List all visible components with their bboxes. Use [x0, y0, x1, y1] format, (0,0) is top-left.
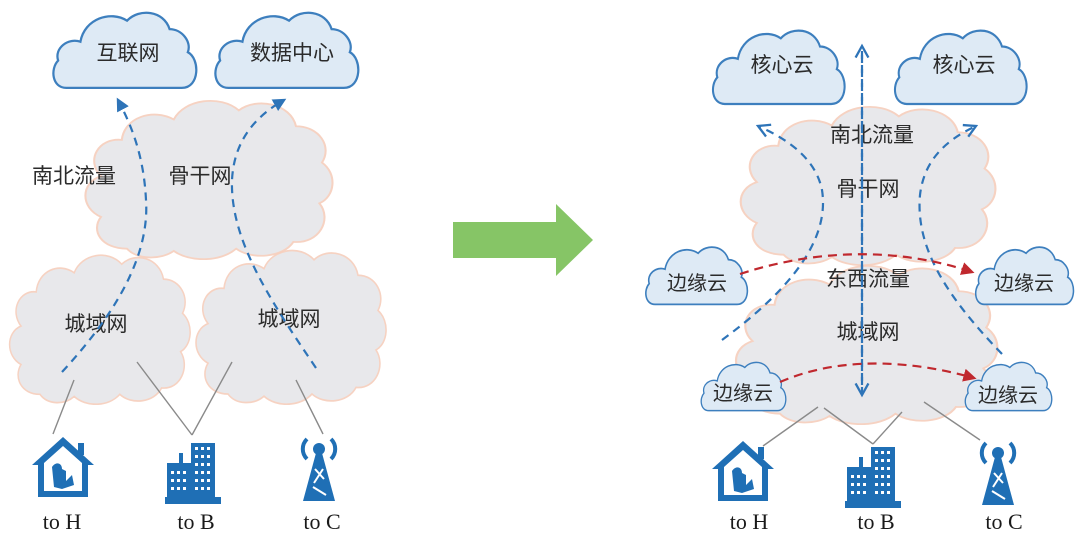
link-building-b: [191, 361, 233, 436]
to-h-label: to H: [43, 509, 82, 534]
core-cloud-left: 核心云: [711, 29, 846, 106]
datacenter-cloud: 数据中心: [214, 11, 360, 90]
east-west-flow-upper: [739, 253, 975, 276]
backbone-label: 骨干网: [169, 164, 232, 188]
to-c-label-right: to C: [985, 509, 1022, 534]
edge-cloud-lower-right-label: 边缘云: [978, 383, 1038, 407]
metro-label-right: 城域网: [837, 320, 900, 344]
core-cloud-right: 核心云: [893, 29, 1028, 106]
internet-cloud: 互联网: [52, 11, 198, 90]
link-tower-right: [923, 401, 981, 441]
north-south-flow-left-right-panel: [721, 123, 825, 341]
edge-cloud-upper-right: 边缘云: [974, 246, 1075, 306]
east-west-flow-lower: [779, 362, 977, 384]
north-south-flow-right: [230, 98, 317, 369]
home-icon: [712, 441, 774, 501]
north-south-traffic-label: 南北流量: [32, 164, 116, 188]
edge-cloud-lower-left-label: 边缘云: [713, 381, 773, 405]
edge-cloud-upper-left-label: 边缘云: [667, 271, 727, 295]
north-south-flow-left: [61, 97, 148, 373]
north-south-flow-right-right-panel: [918, 123, 1003, 355]
right-panel: 核心云 核心云 边缘云 边缘云 边缘云 边缘云 南北流量 骨干网 东西流量 城域…: [644, 29, 1075, 534]
metro-left-label: 城域网: [65, 312, 128, 336]
link-home: [52, 379, 75, 435]
transition-arrow: [453, 204, 593, 276]
link-home-right: [762, 406, 819, 447]
to-b-label-right: to B: [857, 509, 894, 534]
to-c-label: to C: [303, 509, 340, 534]
north-south-traffic-label-right: 南北流量: [830, 123, 914, 147]
core-cloud-left-label: 核心云: [751, 53, 814, 77]
to-b-label: to B: [177, 509, 214, 534]
cell-tower-icon: [979, 441, 1017, 505]
link-building-right-a: [823, 407, 874, 445]
link-tower: [295, 379, 324, 435]
edge-cloud-upper-right-label: 边缘云: [994, 271, 1054, 295]
link-building-a: [136, 361, 193, 436]
left-panel: 互联网 数据中心 南北流量 骨干网 城域网 城域网 to H: [8, 11, 387, 534]
cell-tower-icon: [300, 437, 338, 501]
edge-cloud-upper-left: 边缘云: [644, 246, 749, 306]
east-west-traffic-label: 东西流量: [826, 267, 910, 291]
backbone-label-right: 骨干网: [837, 177, 900, 201]
to-h-label-right: to H: [730, 509, 769, 534]
building-icon: [845, 447, 901, 508]
link-building-right-b: [872, 411, 903, 445]
internet-label: 互联网: [97, 41, 160, 65]
datacenter-label: 数据中心: [250, 41, 334, 65]
edge-cloud-lower-right: 边缘云: [964, 361, 1053, 412]
core-cloud-right-label: 核心云: [933, 53, 996, 77]
home-icon: [32, 437, 94, 497]
edge-cloud-lower-left: 边缘云: [700, 361, 787, 412]
building-icon: [165, 443, 221, 504]
